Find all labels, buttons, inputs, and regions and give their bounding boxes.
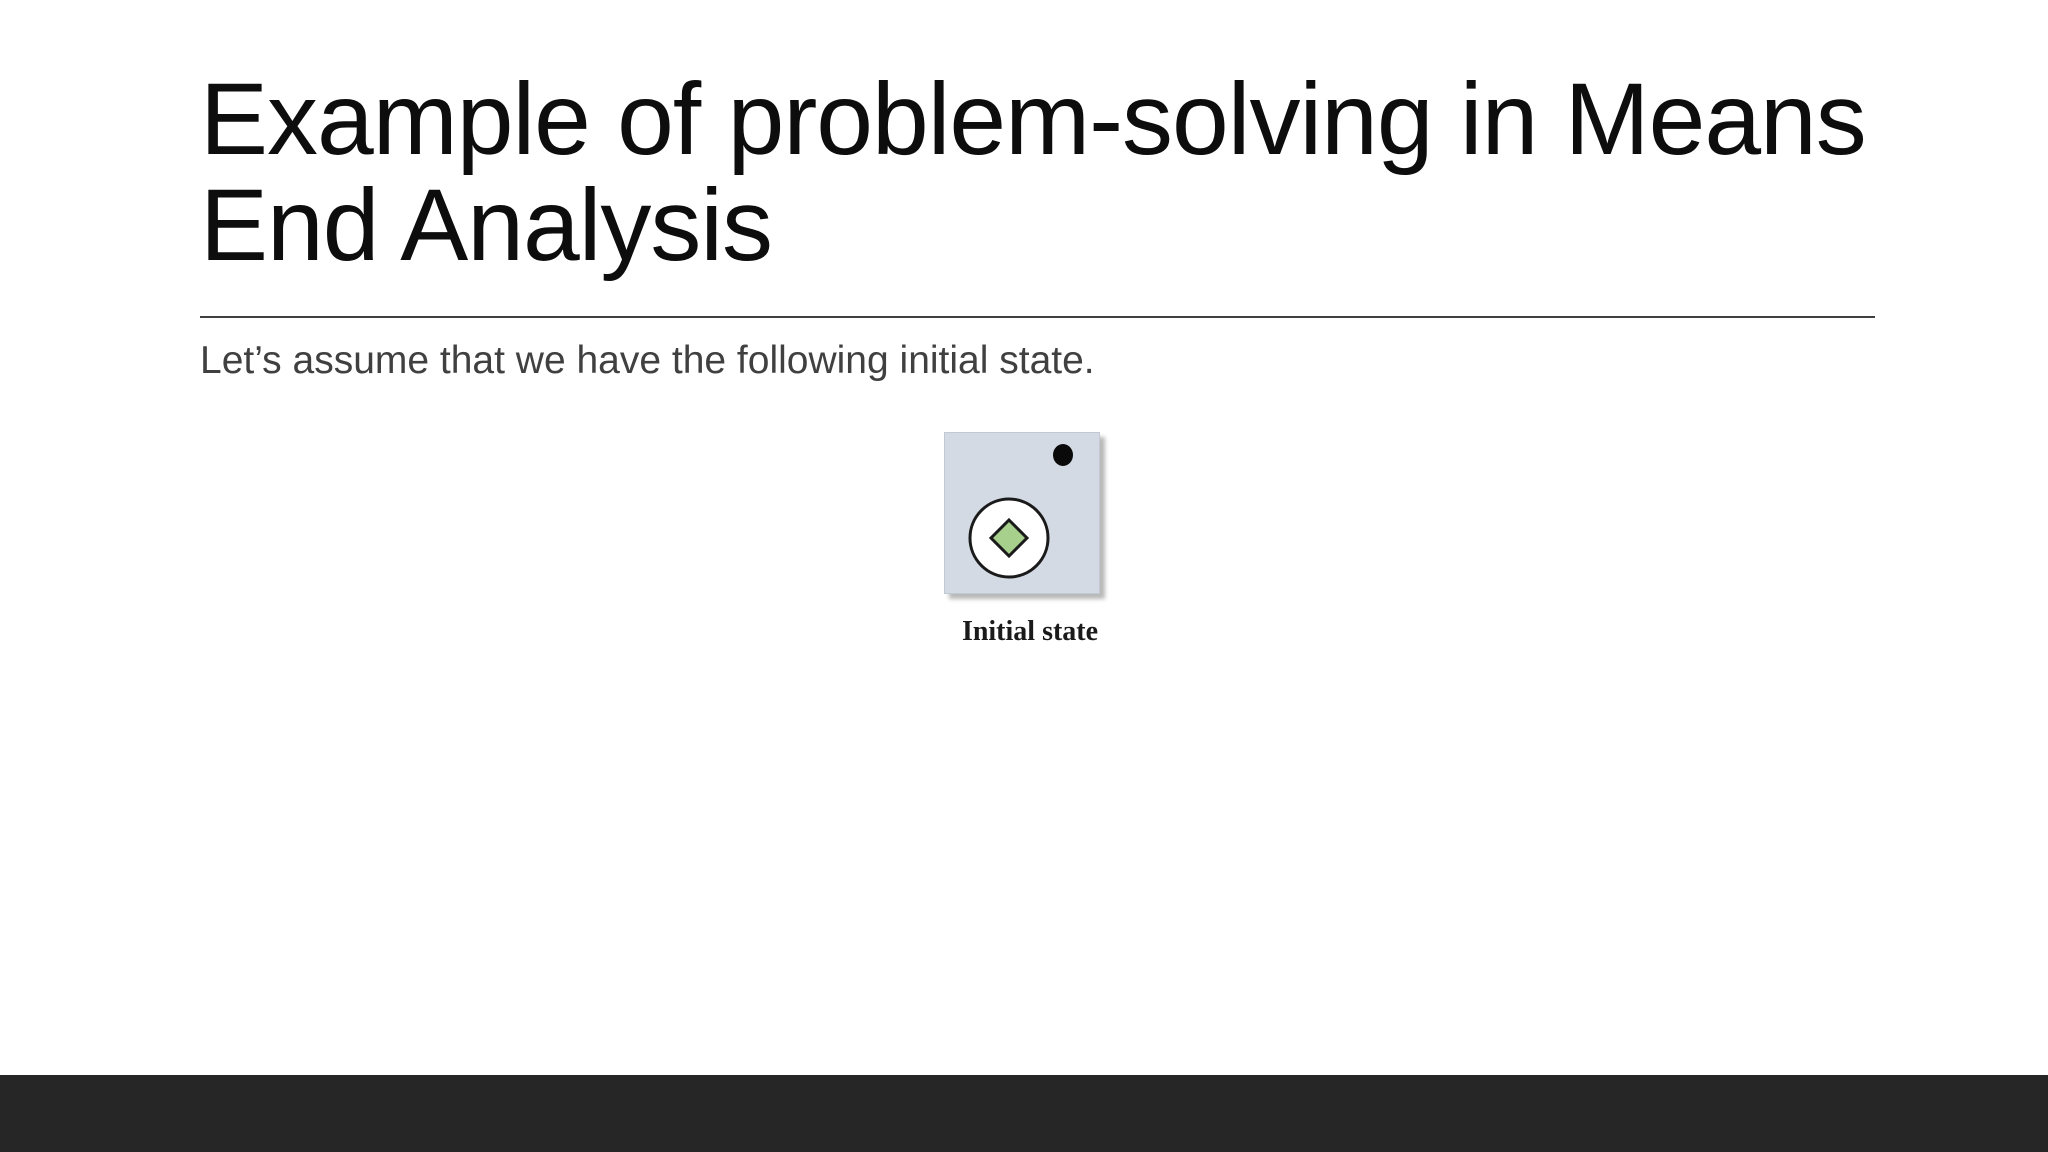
slide-title-line-2: End Analysis bbox=[200, 168, 773, 282]
slide-title-line-1: Example of problem-solving in Means bbox=[200, 62, 1867, 176]
initial-state-figure: Initial state bbox=[940, 428, 1120, 660]
title-divider bbox=[200, 316, 1875, 318]
figure-caption: Initial state bbox=[961, 616, 1099, 647]
state-diagram bbox=[968, 444, 1073, 579]
footer-bar bbox=[0, 1075, 2048, 1152]
circle-with-diamond-icon bbox=[968, 497, 1050, 579]
black-dot-icon bbox=[1053, 444, 1073, 466]
slide-title: Example of problem-solving in Means End … bbox=[200, 66, 1880, 278]
state-box bbox=[944, 432, 1100, 594]
slide-body-text: Let’s assume that we have the following … bbox=[200, 339, 1095, 382]
